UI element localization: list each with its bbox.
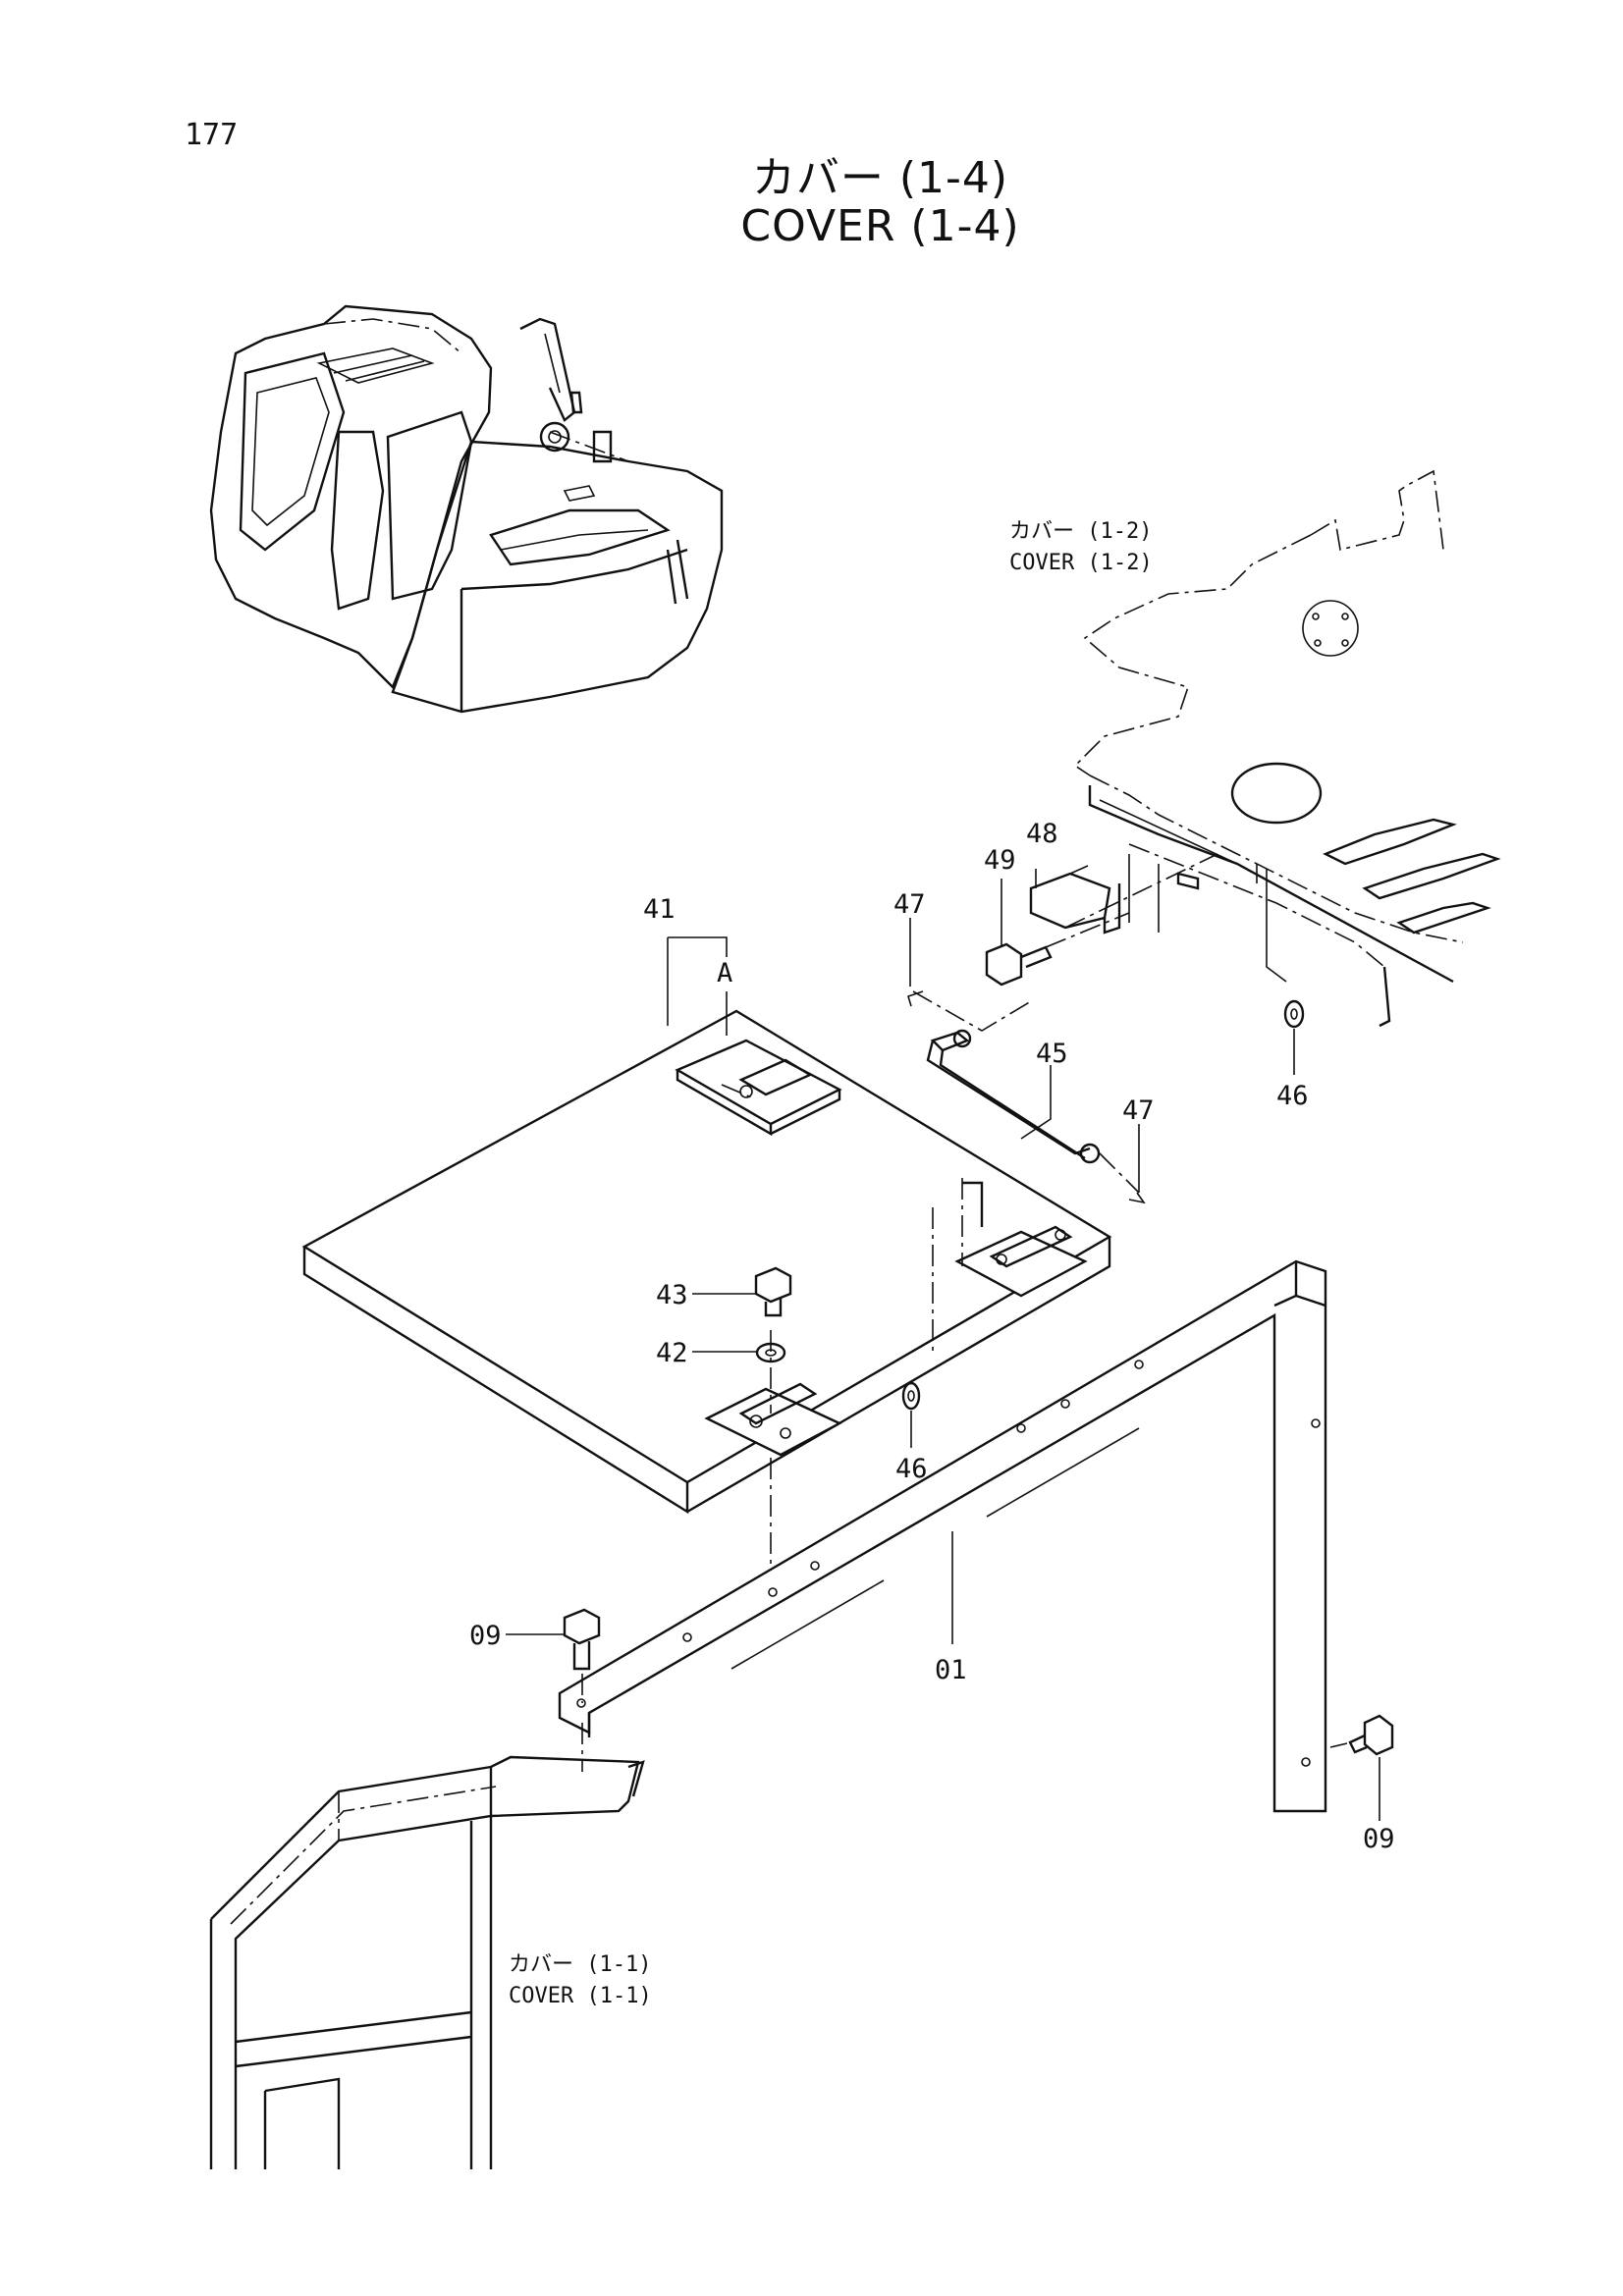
bolt-49 <box>985 942 1053 987</box>
bracket-48 <box>1029 865 1121 934</box>
title-japanese: カバー (1-4) <box>751 153 1009 203</box>
washer-46-upper <box>1283 999 1305 1029</box>
cover-1-1-ref-en: COVER (1-1) <box>509 1984 652 2008</box>
excavator-overview <box>209 304 724 714</box>
hinge-left <box>704 1382 842 1457</box>
frame-01 <box>558 1259 1327 1813</box>
cover-1-2-ref-en: COVER (1-2) <box>1009 551 1153 575</box>
cover-1-2-ref-jp: カバー (1-2) <box>1009 519 1152 544</box>
bolt-09-right <box>1348 1714 1394 1756</box>
label-47-upper: 47 <box>893 889 926 920</box>
cover-1-1-frame <box>209 1755 645 2169</box>
cover-plate-41 <box>301 1009 1112 1515</box>
bolt-09-left <box>563 1608 601 1671</box>
label-48: 48 <box>1026 819 1058 849</box>
label-47-lower: 47 <box>1122 1095 1155 1126</box>
washer-46-lower <box>901 1381 921 1411</box>
label-09-left: 09 <box>469 1621 502 1651</box>
label-42: 42 <box>656 1338 688 1368</box>
label-45: 45 <box>1036 1039 1068 1069</box>
label-41: 41 <box>643 894 676 925</box>
label-A: A <box>717 958 732 988</box>
label-46-upper: 46 <box>1276 1081 1309 1111</box>
cover-1-2-panel <box>1073 469 1501 1028</box>
label-43: 43 <box>656 1280 688 1310</box>
hinge-right <box>954 1225 1088 1298</box>
label-49: 49 <box>984 845 1016 876</box>
cover-1-1-ref-jp: カバー (1-1) <box>509 1952 651 1977</box>
label-09-right: 09 <box>1363 1824 1395 1854</box>
washer-42 <box>755 1342 786 1363</box>
label-01: 01 <box>935 1655 967 1685</box>
rod-45 <box>926 1029 1101 1164</box>
title-english: COVER (1-4) <box>740 201 1020 251</box>
page-number: 177 <box>185 118 239 152</box>
label-46-lower: 46 <box>895 1454 928 1484</box>
